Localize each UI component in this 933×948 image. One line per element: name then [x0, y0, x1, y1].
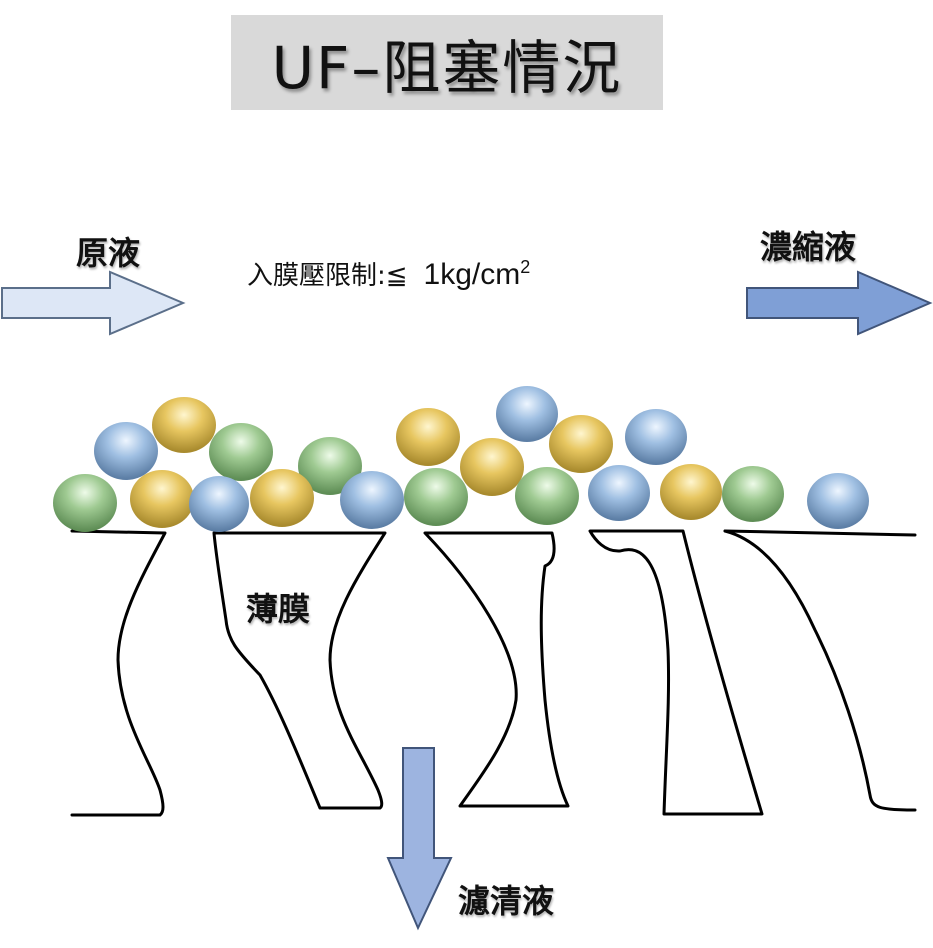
membrane-segment [423, 531, 570, 808]
particle-green [515, 467, 579, 525]
particle-blue [807, 473, 869, 529]
title-box: UF–阻塞情況 [231, 15, 663, 110]
particle-yellow [396, 408, 460, 466]
particle-green [53, 474, 117, 532]
pressure-value: 1kg/cm [423, 258, 521, 291]
particle-blue [625, 409, 687, 465]
pressure-limit: 入膜壓限制:≦ 1kg/cm2 [247, 255, 530, 292]
particle-green [722, 466, 784, 522]
particle-yellow [460, 438, 524, 496]
particle-yellow [549, 415, 613, 473]
particle-green [298, 437, 362, 495]
pressure-label: 入膜壓限制:≦ [247, 261, 408, 291]
particle-yellow [250, 469, 314, 527]
particles [53, 386, 869, 532]
particle-blue [189, 476, 249, 532]
filtrate-label: 濾清液 [458, 882, 555, 920]
title: UF–阻塞情況 [271, 33, 623, 102]
particle-blue [340, 471, 404, 529]
particle-blue [588, 465, 650, 521]
particle-green [404, 468, 468, 526]
membrane-segment [588, 529, 764, 816]
concentrate-label: 濃縮液 [760, 228, 857, 266]
membrane-segment [723, 529, 917, 812]
membrane-segment [723, 529, 917, 537]
concentrate-arrow [746, 270, 933, 336]
membrane-segment [212, 531, 387, 810]
particle-green [209, 423, 273, 481]
particle-yellow [660, 464, 722, 520]
membrane-segment [70, 529, 167, 817]
particle-yellow [152, 397, 216, 453]
filtrate-arrow [386, 747, 453, 931]
pressure-exponent: 2 [520, 257, 531, 277]
feed-arrow [1, 270, 186, 336]
membrane-label: 薄膜 [246, 590, 311, 628]
particle-blue [94, 422, 158, 480]
membrane-outline [70, 529, 917, 817]
particle-blue [496, 386, 558, 442]
feed-label: 原液 [76, 234, 141, 272]
particle-yellow [130, 470, 194, 528]
